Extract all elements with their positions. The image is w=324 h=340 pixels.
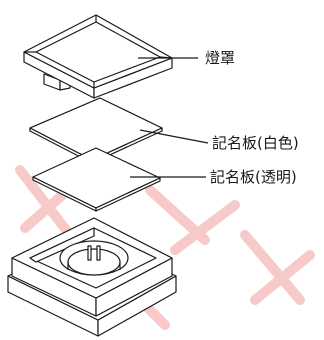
label-name-plate-white: 記名板(白色) — [212, 134, 299, 152]
leader-white — [139, 129, 209, 144]
label-name-plate-clear: 記名板(透明) — [210, 168, 297, 186]
label-lamp-cover: 燈罩 — [205, 49, 236, 67]
lamp-cover — [23, 14, 173, 99]
name-plate-clear — [32, 147, 161, 212]
base-housing — [7, 217, 177, 337]
